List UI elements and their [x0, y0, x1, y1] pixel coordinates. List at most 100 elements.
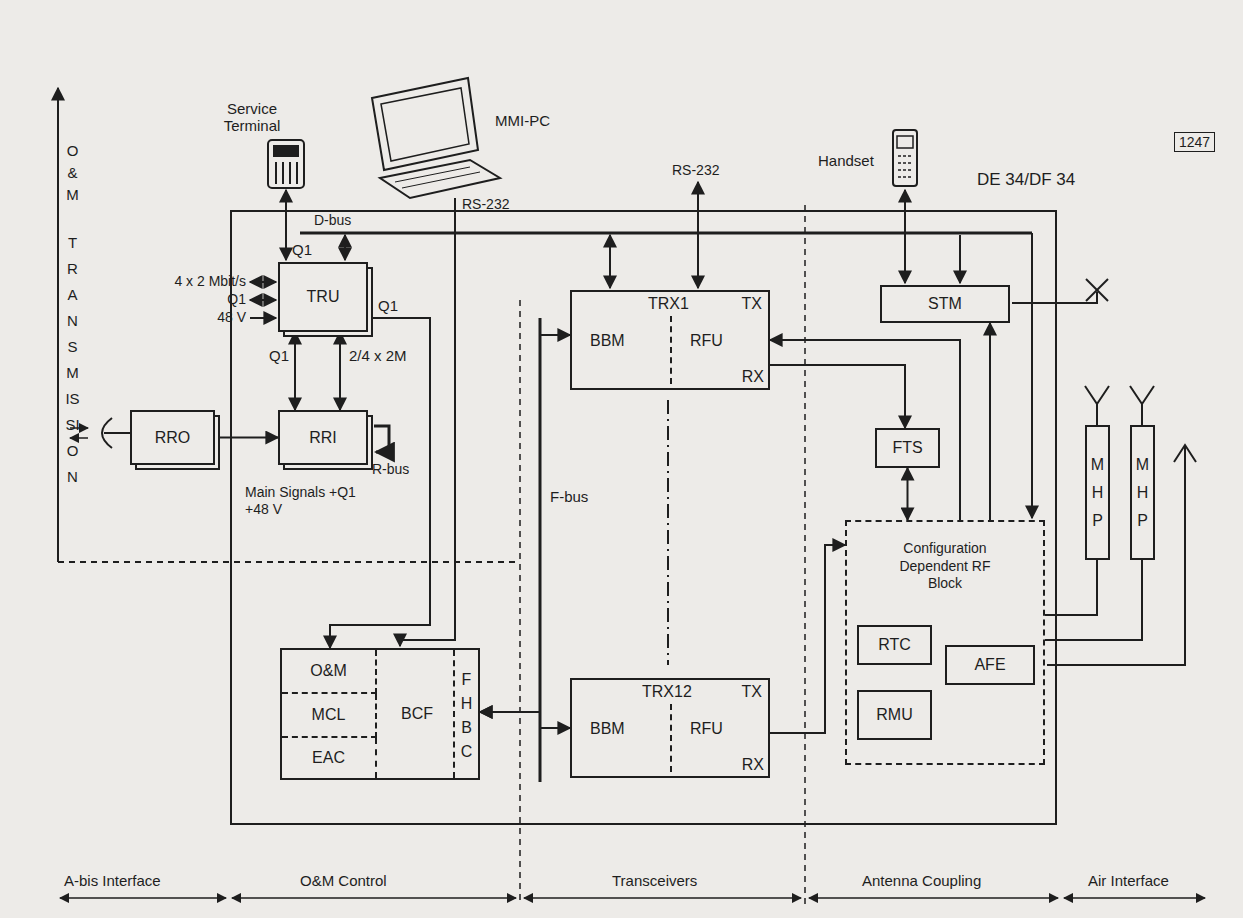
section-divider	[520, 205, 805, 905]
unit-box: RTC	[857, 625, 932, 665]
transceiver-repeat-line	[667, 400, 669, 665]
service-terminal-icon	[275, 162, 277, 184]
device-label: MMI-PC	[495, 112, 550, 129]
cabinet-outline: TRURRIO&MMCLEACBCFF H B CTRX1TXBBMRFURXT…	[230, 210, 1057, 825]
signal-label: Q1	[377, 297, 399, 314]
unit-box: RRO	[130, 410, 215, 465]
device-label: Service Terminal	[212, 100, 292, 134]
port-label: TX	[742, 295, 762, 313]
service-terminal-icon	[282, 162, 284, 184]
interface-label: RS-232	[672, 162, 719, 178]
port-label: RX	[742, 368, 764, 386]
port-label: RX	[742, 756, 764, 774]
unit-box: RMU	[857, 690, 932, 740]
d-bus-line	[344, 235, 346, 260]
function-cell: EAC	[282, 738, 377, 778]
block-title: Configuration Dependent RF Block	[885, 540, 1005, 593]
side-heading: O & M	[65, 140, 80, 206]
d-bus-line	[1031, 233, 1033, 518]
d-bus-line	[300, 233, 1032, 518]
transceiver-name: TRX12	[642, 683, 692, 701]
service-terminal-icon	[296, 162, 298, 184]
r-bus-loop	[374, 426, 389, 452]
handset-icon	[898, 155, 912, 157]
signal-label: Main Signals +Q1 +48 V	[245, 484, 370, 518]
oam-transmission-bar	[57, 88, 59, 562]
handset-icon	[898, 162, 912, 164]
mmi-pc-icon	[400, 198, 455, 646]
unit-box: TRU	[278, 262, 368, 332]
function-cell: BCF	[377, 650, 457, 778]
tru-input-arrow	[250, 299, 276, 301]
transceiver-box: TRX12TXBBMRFURX	[570, 678, 770, 778]
signal-connector	[989, 323, 991, 520]
control-box: O&MMCLEACBCFF H B C	[280, 648, 480, 780]
signal-label: Q1	[268, 347, 290, 364]
d-bus-line	[300, 232, 1032, 235]
transceiver-box: TRX1 TX BBM RFU RX	[570, 290, 770, 390]
bus-label: R-bus	[372, 461, 409, 477]
signal-connector	[770, 365, 905, 428]
signal-label: 2/4 x 2M	[348, 347, 408, 364]
section-arrow	[60, 897, 226, 899]
signal-connector	[294, 332, 296, 410]
unit-box: AFE	[945, 645, 1035, 685]
bus-label: D-bus	[314, 212, 351, 228]
service-terminal-icon	[289, 162, 291, 184]
unit-name: AFE	[974, 656, 1005, 674]
signal-connector	[907, 468, 909, 520]
antenna-symbol	[1096, 404, 1098, 425]
filter-box: M H P	[1130, 425, 1155, 560]
tru-input-arrow	[250, 281, 276, 283]
section-label: Transceivers	[612, 872, 697, 889]
unit-name: FTS	[892, 439, 922, 457]
signal-label: Q1	[292, 241, 312, 258]
handset-icon	[893, 130, 917, 186]
module-name: BBM	[590, 332, 625, 350]
signal-label: 4 x 2 Mbit/s	[140, 273, 246, 289]
function-cell: MCL	[282, 694, 377, 738]
signal-connector	[215, 437, 278, 439]
section-arrow	[60, 897, 1205, 899]
port-label: TX	[742, 683, 762, 701]
unit-box: FTS	[875, 428, 940, 468]
antenna-symbol	[1141, 404, 1143, 425]
radio-dish-symbol	[70, 437, 88, 439]
antenna-symbol	[1047, 445, 1185, 665]
d-bus-line	[609, 235, 611, 288]
handset-icon	[898, 169, 912, 171]
antenna-symbol	[1012, 292, 1097, 303]
module-name: RFU	[690, 332, 723, 350]
unit-name: M H P	[1090, 451, 1106, 535]
side-heading: TRANSMISSION	[65, 230, 80, 490]
unit-name: M H P	[1135, 451, 1151, 535]
section-arrow	[524, 897, 801, 899]
transceiver-name: TRX1	[648, 295, 689, 313]
antenna-symbol	[1012, 279, 1196, 665]
section-arrow	[232, 897, 516, 899]
signal-label: 48 V	[190, 309, 246, 325]
section-arrow	[809, 897, 1058, 899]
signal-connector	[480, 335, 570, 712]
service-terminal-icon	[274, 146, 298, 156]
unit-box: STM	[880, 285, 1010, 323]
section-label: A-bis Interface	[64, 872, 161, 889]
mmi-pc-icon	[372, 78, 478, 170]
signal-connector	[480, 712, 570, 728]
signal-connector	[339, 332, 341, 410]
signal-connector	[770, 545, 845, 733]
d-bus-line	[959, 235, 961, 283]
module-name: BBM	[590, 720, 625, 738]
rs232-line	[697, 182, 699, 288]
handset-icon	[897, 136, 913, 148]
unit-name: RMU	[876, 706, 912, 724]
radio-dish-symbol	[104, 432, 130, 434]
transceiver-repeat-line	[667, 400, 669, 665]
figure-number: 1247	[1174, 132, 1215, 152]
device-label: Handset	[818, 152, 874, 169]
section-divider	[519, 300, 521, 905]
signal-connector	[330, 318, 430, 648]
section-arrow	[1064, 897, 1205, 899]
oam-transmission-bar	[58, 88, 520, 562]
section-label: Antenna Coupling	[862, 872, 981, 889]
